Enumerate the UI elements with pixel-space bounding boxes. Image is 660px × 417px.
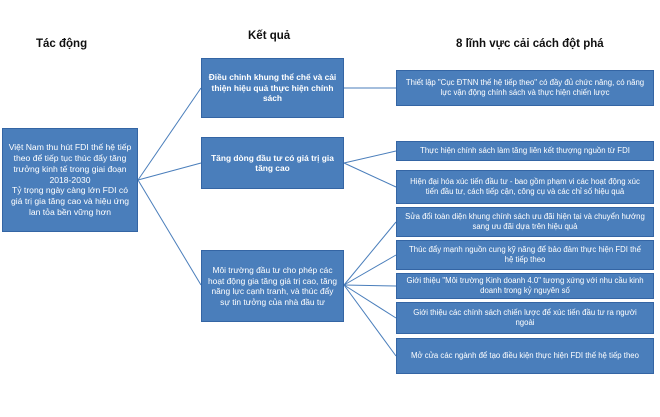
connector-result3-area6	[343, 284, 397, 287]
result-box-3: Môi trường đầu tư cho phép các hoạt động…	[201, 250, 344, 322]
connector-impact-result-3	[137, 179, 202, 286]
impact-box: Việt Nam thu hút FDI thế hệ tiếp theo để…	[2, 128, 138, 232]
connector-result2-area2	[343, 150, 397, 164]
connector-impact-result-2	[137, 162, 202, 181]
area-box-3: Hiện đại hóa xúc tiến đầu tư - bao gồm p…	[396, 170, 654, 204]
area-box-5: Thúc đẩy mạnh nguồn cung kỹ năng để bảo …	[396, 240, 654, 270]
area-box-7: Giới thiệu các chính sách chiến lược để …	[396, 302, 654, 334]
area-box-4: Sửa đổi toàn diện khung chính sách ưu đã…	[396, 207, 654, 237]
area-box-8: Mở cửa các ngành để tạo điều kiện thực h…	[396, 338, 654, 374]
area-box-1: Thiết lập "Cục ĐTNN thế hệ tiếp theo" có…	[396, 70, 654, 106]
area-box-6: Giới thiệu "Môi trường Kinh doanh 4.0" t…	[396, 273, 654, 299]
connector-result3-area4	[343, 221, 397, 286]
result-box-2: Tăng dòng đầu tư có giá trị gia tăng cao	[201, 137, 344, 189]
connector-result3-area8	[343, 284, 397, 357]
header-impact: Tác động	[36, 38, 88, 50]
connector-result3-area5	[343, 254, 397, 286]
connector-result2-area3	[343, 162, 397, 188]
result-box-1: Điều chỉnh khung thể chế và cải thiện hi…	[201, 58, 344, 118]
connector-result3-area7	[343, 284, 397, 319]
header-result: Kết quả	[248, 30, 291, 42]
connector-impact-result-1	[137, 87, 202, 181]
area-box-2: Thực hiện chính sách làm tăng liên kết t…	[396, 141, 654, 161]
header-areas: 8 lĩnh vực cải cách đột phá	[456, 38, 604, 50]
